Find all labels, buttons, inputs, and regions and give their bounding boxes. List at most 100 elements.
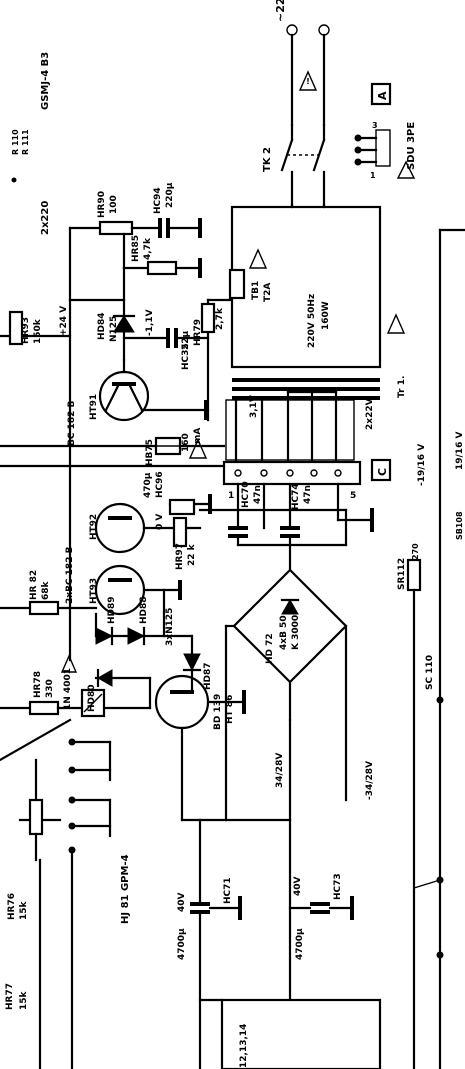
svg-text:HT 86: HT 86 [225, 695, 235, 724]
svg-text:HD88: HD88 [139, 596, 149, 624]
svg-text:HD84: HD84 [97, 312, 107, 340]
capacitor-hc71: 40V HC71 4700µ [177, 818, 242, 1069]
svg-text:4xB 50: 4xB 50 [279, 615, 289, 650]
svg-text:HR93: HR93 [21, 317, 31, 344]
svg-text:HR77: HR77 [5, 983, 15, 1010]
svg-text:68k: 68k [41, 580, 51, 600]
svg-text:K 3000: K 3000 [291, 615, 301, 650]
terminal-strip: 1 5 C [222, 458, 392, 501]
svg-text:HT92: HT92 [89, 514, 99, 540]
svg-text:T2A: T2A [263, 283, 273, 302]
svg-text:150k: 150k [33, 318, 43, 344]
svg-text:SC 110: SC 110 [425, 655, 435, 690]
hr93-resistor: HR93 150k +24 V [0, 226, 126, 662]
svg-text:3: 3 [372, 121, 378, 130]
svg-text:3,1V: 3,1V [249, 395, 259, 418]
svg-text:HR97: HR97 [175, 543, 185, 570]
svg-text:HC94: HC94 [153, 187, 163, 214]
switch-hj81: HJ 81 GPM-4 [0, 718, 131, 924]
box-a: A [370, 82, 392, 106]
svg-text:HC73: HC73 [333, 873, 343, 900]
svg-text:HC70: HC70 [241, 481, 251, 508]
svg-text:!: ! [306, 77, 310, 86]
svg-text:HR78: HR78 [33, 671, 43, 698]
switch-tk2: TK 2 [262, 123, 326, 207]
svg-text:HC74: HC74 [291, 483, 301, 510]
svg-text:15k: 15k [19, 990, 29, 1010]
tk2-label: TK 2 [262, 147, 273, 172]
zener-hd84: HD84 N125 -1,1V HC35 22µ [97, 266, 210, 370]
svg-text:100: 100 [109, 195, 119, 214]
transformer-tr1: 220V 50Hz 160W Tr 1. TB1 T2A [228, 203, 407, 398]
svg-text:40V: 40V [293, 876, 303, 896]
svg-text:+24 V: +24 V [59, 306, 69, 336]
svg-text:SB108: SB108 [455, 511, 464, 540]
svg-text:470µ: 470µ [143, 472, 153, 498]
svg-text:HC96: HC96 [155, 471, 165, 498]
secondary-windings: 3,1V 2x22V [225, 390, 375, 462]
svg-text:270: 270 [411, 543, 420, 560]
svg-text:HR76: HR76 [7, 893, 17, 920]
hr78-network: HR78 330 1N 4001 HD80 [0, 654, 152, 718]
box-a-label: A [376, 91, 389, 100]
hr82-resistor: HR 82 68k [0, 570, 98, 616]
svg-text:SR112: SR112 [397, 558, 407, 590]
svg-text:220µ: 220µ [165, 182, 175, 208]
svg-text:-34/28V: -34/28V [365, 761, 375, 800]
svg-text:2xBC 182 B: 2xBC 182 B [65, 546, 75, 604]
diodes-hd89-hd88: HD89 HD88 3xN125 [94, 588, 175, 646]
svg-text:2x22V: 2x22V [365, 398, 375, 430]
capacitor-hc73: 40V HC73 4700µ [288, 873, 354, 960]
svg-text:-1,1V: -1,1V [145, 309, 155, 336]
svg-text:HD80: HD80 [87, 684, 97, 712]
svg-text:22 k: 22 k [187, 543, 197, 566]
svg-text:HR90: HR90 [97, 191, 107, 218]
svg-text:160W: 160W [321, 301, 331, 330]
svg-text:HD 72: HD 72 [265, 633, 275, 664]
svg-text:HD87: HD87 [203, 662, 213, 690]
hr76-resistor: HR76 15k [7, 758, 62, 920]
svg-text:HR85: HR85 [131, 235, 141, 262]
bridge-rectifier-hd72: HD 72 4xB 50 K 3000 [224, 543, 348, 802]
svg-text:12,13,14: 12,13,14 [239, 1024, 249, 1068]
svg-text:47n: 47n [253, 485, 263, 504]
svg-text:mA: mA [193, 428, 203, 444]
svg-text:2x220: 2x220 [40, 201, 51, 235]
svg-text:HC71: HC71 [223, 877, 233, 904]
svg-text:HB75: HB75 [145, 439, 155, 466]
svg-text:BC 182 B: BC 182 B [67, 400, 77, 446]
transistor-ht93: HT93 2xBC 182 B [65, 546, 182, 616]
svg-text:4700µ: 4700µ [295, 928, 305, 960]
svg-text:BD 139: BD 139 [213, 694, 223, 730]
svg-text:3xN125: 3xN125 [165, 608, 175, 646]
sdu-connector: 3 1 SDU 3PE [354, 121, 417, 180]
svg-text:R 111: R 111 [21, 129, 30, 155]
svg-text:HR79: HR79 [193, 319, 203, 346]
svg-text:34/28V: 34/28V [275, 753, 285, 788]
svg-text:40V: 40V [177, 892, 187, 912]
svg-text:HT91: HT91 [89, 394, 99, 420]
svg-text:N125: N125 [109, 316, 119, 342]
svg-text:GSMJ-4 B3: GSMJ-4 B3 [40, 52, 51, 110]
svg-text:HT93: HT93 [89, 578, 99, 604]
svg-text:330: 330 [45, 679, 55, 698]
svg-text:HC35: HC35 [181, 343, 191, 370]
fuse-hb75: HB75 160 mA [0, 428, 226, 466]
svg-text:2,7k: 2,7k [215, 307, 225, 330]
transistor-bd139: BD 139 HT 86 [148, 674, 246, 730]
box-c-label: C [376, 468, 389, 476]
svg-text:Tr 1.: Tr 1. [397, 376, 407, 398]
hc96-hr97: 470µ HC96 0 V HR97 22 k [142, 471, 212, 570]
hr79-resistor: HR79 2,7k [193, 298, 232, 422]
hr77-resistor: HR77 15k [5, 848, 74, 1069]
svg-text:1: 1 [228, 491, 234, 501]
svg-text:22µ: 22µ [181, 330, 191, 350]
transformer-core [232, 378, 380, 400]
caps-hc70-hc74: HC70 47n HC74 47n [198, 481, 348, 547]
svg-text:220V 50Hz: 220V 50Hz [307, 294, 317, 348]
sdu-label: SDU 3PE [406, 122, 417, 170]
mains-input: ! ~220V [274, 0, 330, 127]
svg-text:R 110: R 110 [11, 129, 20, 155]
svg-text:HR 82: HR 82 [29, 570, 39, 600]
